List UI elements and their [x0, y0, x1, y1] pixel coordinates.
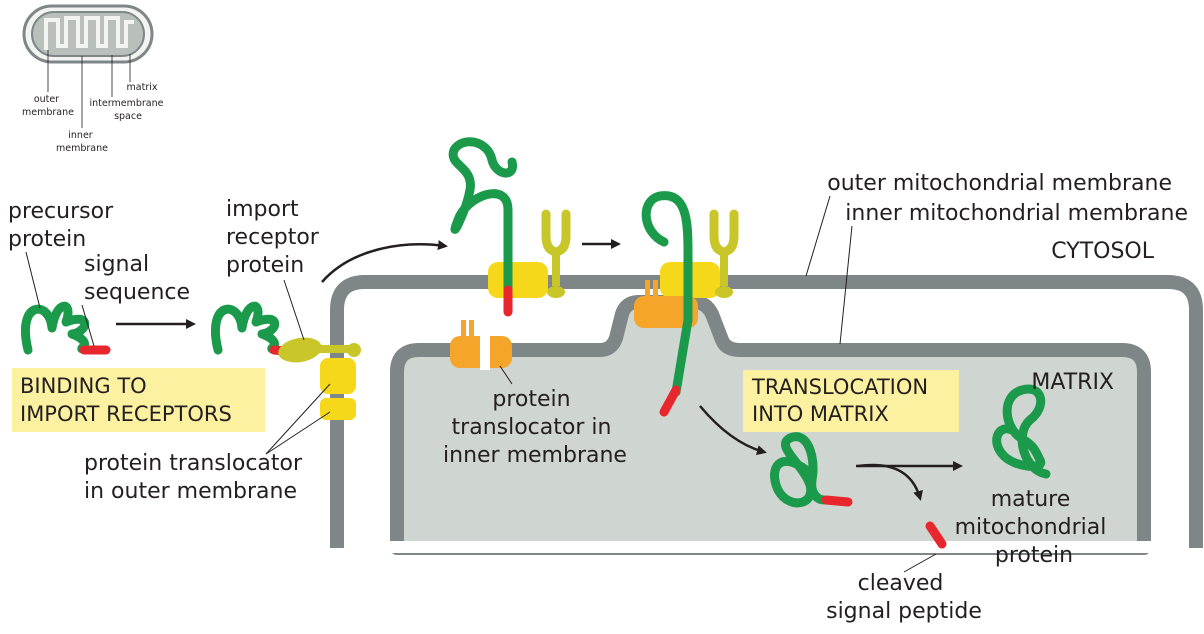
import-receptor-protein-stage2: [278, 337, 361, 363]
inner-translocator-standalone: [450, 320, 512, 370]
mature-mitochondrial-protein-shape: [992, 384, 1051, 479]
inset-intermembrane-space-label: intermembrane space: [90, 98, 167, 122]
inner-translocator-stage4: [634, 280, 698, 328]
import-receptor-protein-label: import receptor protein: [226, 197, 326, 278]
precursor-protein-label: precursor protein: [8, 199, 120, 252]
translocating-protein-stage4: [641, 191, 693, 417]
precursor-protein-shape: [21, 301, 111, 355]
cytosol-label: CYTOSOL: [1051, 239, 1154, 264]
inset-inner-membrane-label: inner membrane: [56, 130, 108, 154]
outer-mitochondrial-membrane-label: outer mitochondrial membrane: [827, 171, 1172, 196]
translocating-protein-stage3: [448, 137, 517, 317]
binding-step-label: BINDING TO IMPORT RECEPTORS: [20, 374, 232, 426]
cleaved-signal-peptide-label: cleaved signal peptide: [826, 571, 982, 624]
arrow-to-outer-membrane: [321, 240, 448, 283]
inset-matrix-label: matrix: [127, 82, 158, 93]
bound-precursor-protein-shape: [211, 301, 299, 357]
protein-translocator-outer-label: protein translocator in outer membrane: [84, 451, 309, 504]
translocation-step-box: TRANSLOCATION INTO MATRIX: [743, 370, 959, 432]
signal-sequence-label: signal sequence: [84, 252, 190, 305]
protein-with-signal-in-matrix: [770, 432, 853, 508]
outer-translocator-stage3: [488, 262, 548, 298]
protein-translocator-inner-label: protein translocator in inner membrane: [443, 387, 627, 468]
inner-mitochondrial-membrane-label: inner mitochondrial membrane: [845, 201, 1188, 226]
inset-outer-membrane-label: outer membrane: [22, 94, 74, 118]
matrix-label: MATRIX: [1031, 370, 1114, 395]
mature-mitochondrial-protein-label: mature mitochondrial protein: [955, 487, 1114, 568]
import-receptor-protein-stage4: [709, 209, 739, 298]
cleaved-signal-peptide-shape: [925, 521, 947, 549]
import-receptor-protein-stage3: [541, 209, 571, 298]
inset-mitochondrion: outer membrane inner membrane intermembr…: [22, 4, 167, 154]
outer-mitochondrial-membrane-shape: [330, 275, 1203, 548]
binding-step-box: BINDING TO IMPORT RECEPTORS: [12, 368, 265, 432]
translocation-step-label: TRANSLOCATION INTO MATRIX: [751, 375, 935, 426]
arrow-into-matrix: [699, 405, 767, 455]
